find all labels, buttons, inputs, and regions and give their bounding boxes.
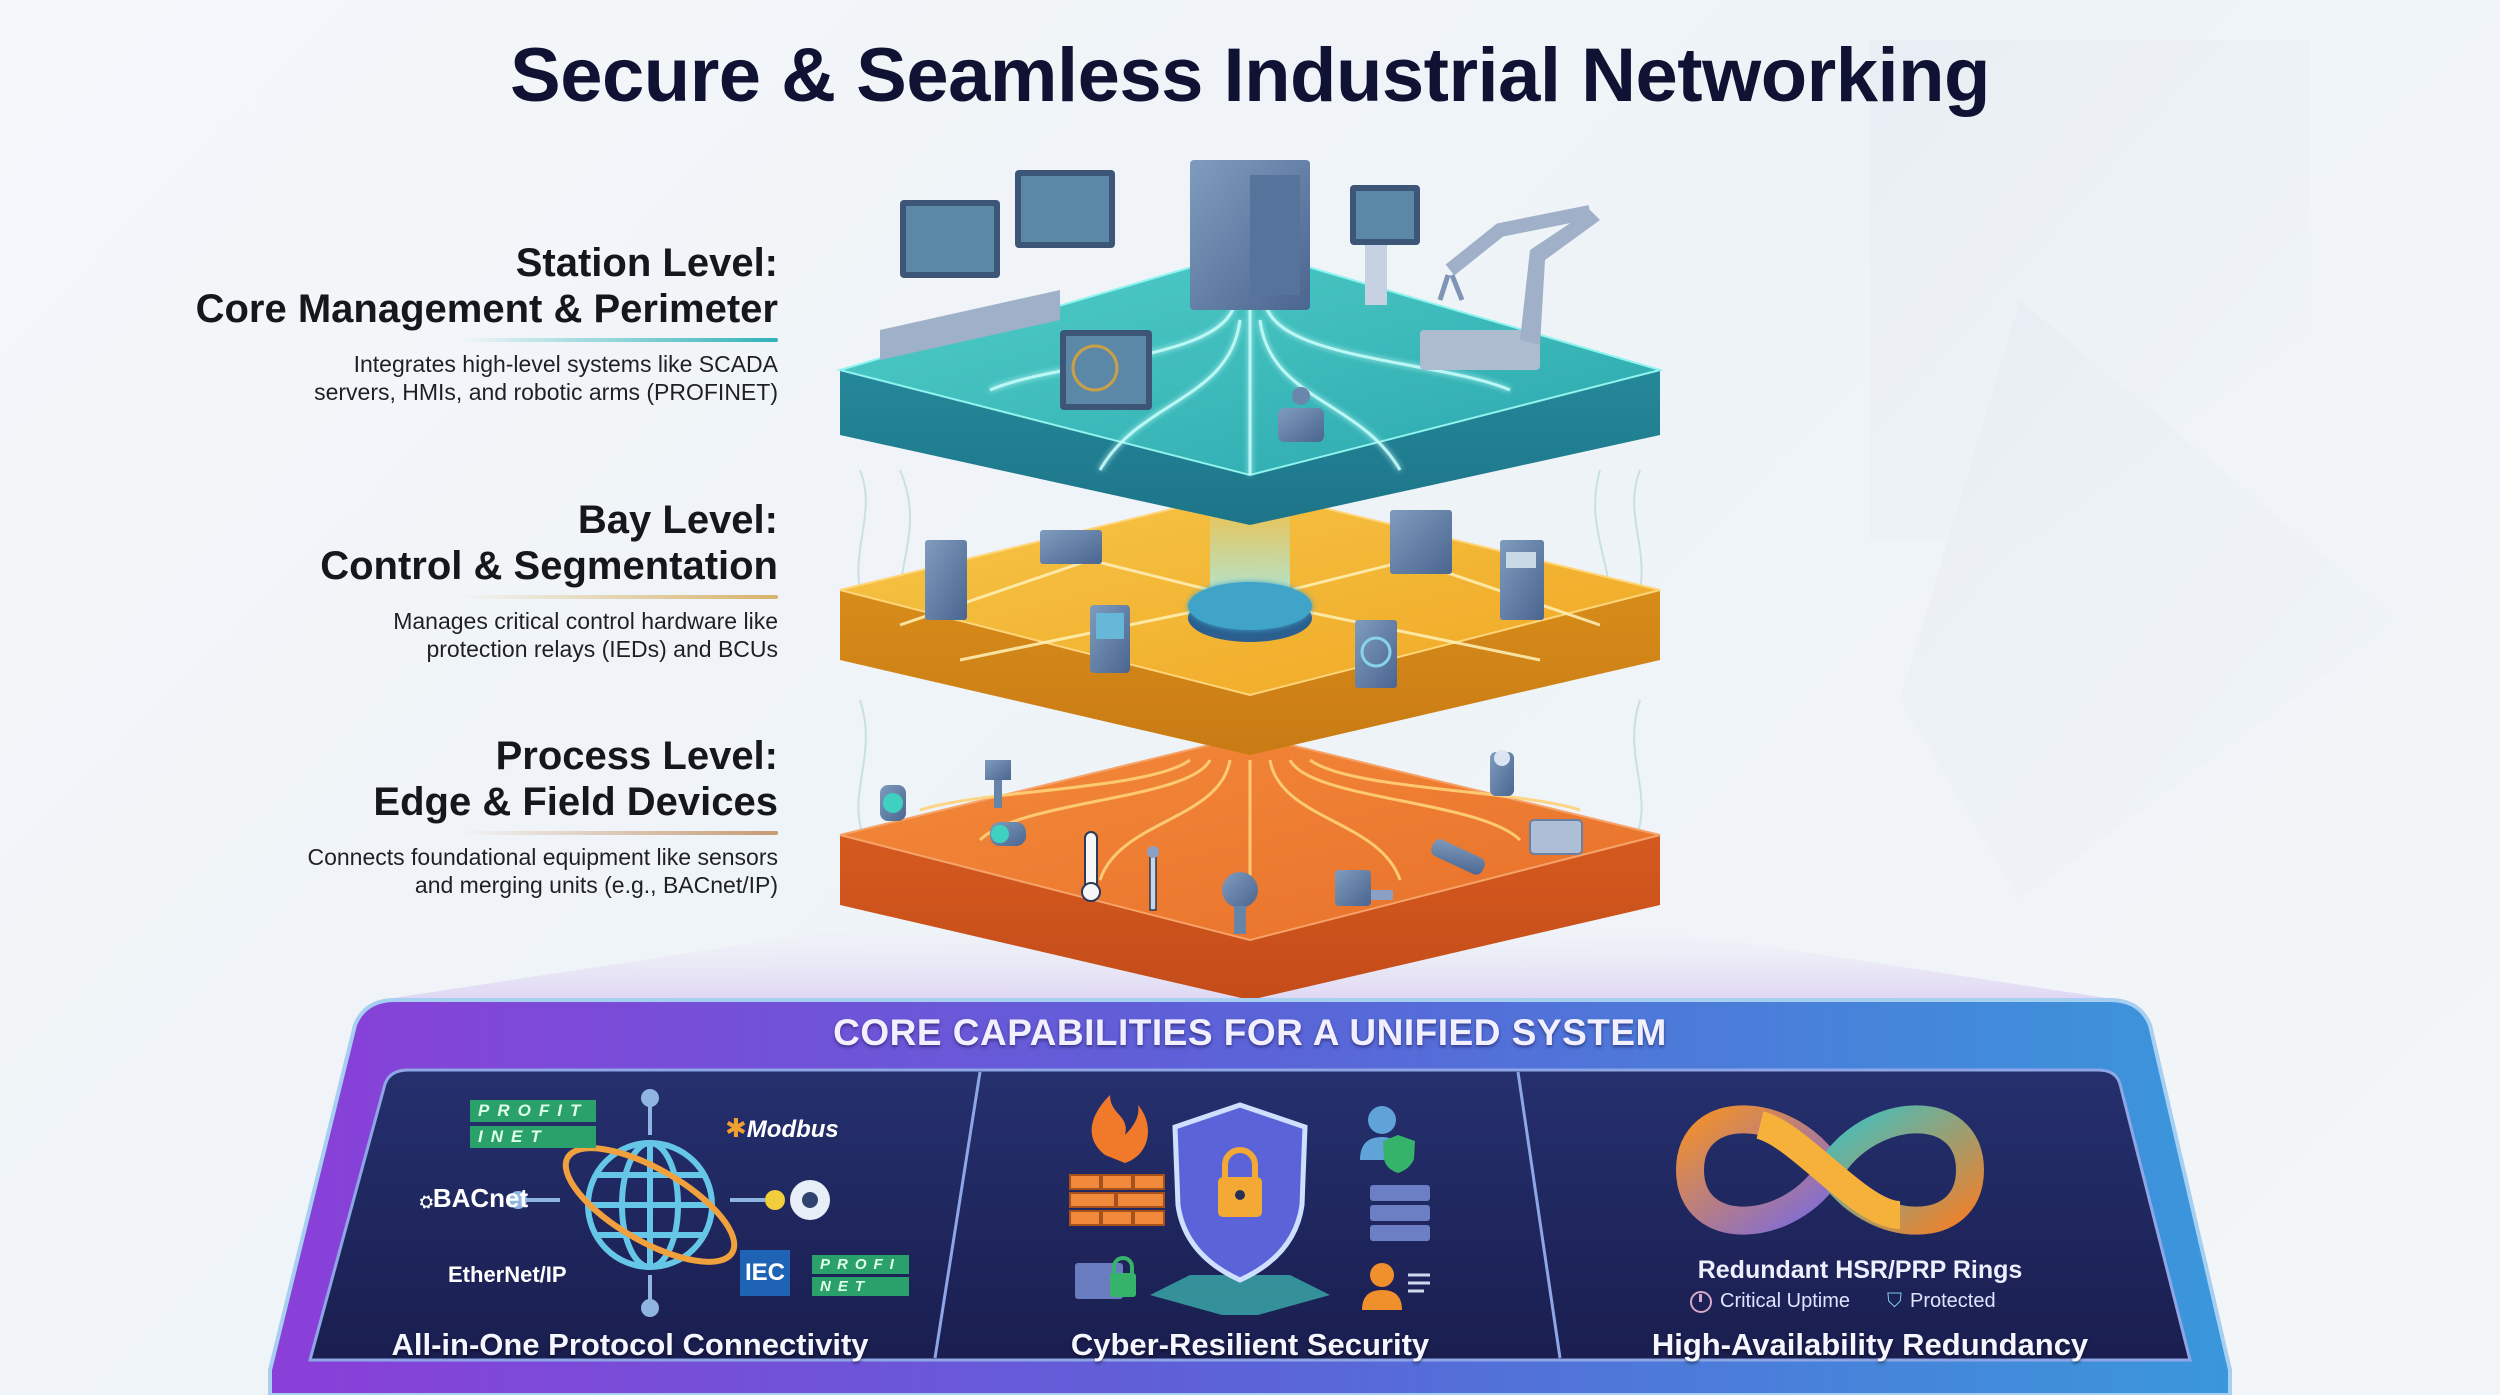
shield-lock-icon	[1150, 1102, 1330, 1315]
bay-level-heading: Bay Level:	[577, 498, 778, 542]
profinet-logo-line2: INET	[470, 1126, 596, 1148]
redundancy-subtitle: Redundant HSR/PRP Rings	[1697, 1256, 2023, 1284]
panel-divider-1	[933, 1071, 982, 1359]
iec-logo: IEC	[740, 1250, 790, 1296]
relay-cabinet-icon	[1390, 510, 1452, 574]
protected-badge: ⛉ Protected	[1887, 1290, 1996, 1313]
station-level-rule	[458, 338, 778, 342]
bay-level-platform	[839, 488, 1661, 755]
station-level-description-1: Integrates high-level systems like SCADA	[353, 351, 778, 377]
optical-sensor-icon	[880, 785, 906, 821]
thermometer-icon	[1081, 831, 1101, 902]
shield-check-icon: ⛉	[1887, 1290, 1902, 1312]
probe-icon	[1147, 846, 1159, 911]
network-switch-hub-icon	[1188, 582, 1312, 642]
capabilities-title: CORE CAPABILITIES FOR A UNIFIED SYSTEM	[833, 1012, 1667, 1053]
connector-lines	[509, 1089, 765, 1317]
flow-sensor-icon	[990, 822, 1026, 846]
server-rack-icon	[1190, 160, 1310, 310]
ied-display-icon	[1090, 605, 1130, 673]
bacnet-logo-text: BACnet	[432, 1183, 529, 1213]
bacnet-logo: ⛭BACnet	[420, 1183, 528, 1214]
robotic-arm-icon	[1420, 205, 1600, 370]
profinet-logo: PROFIT INET	[470, 1100, 597, 1148]
globe-icon	[562, 1140, 738, 1270]
ethernet-ip-logo: EtherNet/IP	[448, 1262, 567, 1287]
station-level-label: Station Level: Core Management & Perimet…	[138, 240, 778, 406]
bay-control-unit-icon	[1040, 530, 1102, 564]
process-level-devices	[880, 750, 1583, 934]
bay-level-subheading: Control & Segmentation	[320, 544, 778, 588]
pressure-transmitter-icon	[1222, 872, 1258, 934]
process-level-label: Process Level: Edge & Field Devices Conn…	[138, 733, 778, 899]
protocol-connectivity-graphic	[509, 1089, 830, 1317]
merging-unit-icon	[1529, 819, 1583, 855]
protected-text: Protected	[1910, 1290, 1996, 1312]
process-level-rule	[458, 831, 778, 835]
bacnet-emblem-icon: ⛭	[420, 1194, 433, 1211]
station-level-devices	[880, 160, 1600, 442]
inline-sensor-icon	[1431, 839, 1485, 875]
bay-level-label: Bay Level: Control & Segmentation Manage…	[138, 497, 778, 663]
panel-divider-2	[1516, 1071, 1562, 1359]
process-level-description-2: and merging units (e.g., BACnet/IP)	[414, 872, 778, 898]
profinet-logo-2: PROFI NET	[812, 1255, 909, 1296]
security-graphic	[1069, 1095, 1430, 1315]
process-level-subheading: Edge & Field Devices	[373, 780, 778, 824]
modbus-logo-text: Modbus	[746, 1116, 839, 1143]
user-profile-icon	[1362, 1263, 1430, 1310]
process-level-platform	[839, 733, 1661, 1000]
hmi-panel-icon	[1060, 330, 1152, 410]
protocol-gear-icon	[790, 1180, 830, 1220]
security-label: Cyber-Resilient Security	[1070, 1327, 1430, 1362]
hmi-workstation-icon	[880, 170, 1115, 360]
brick-wall-icon	[1069, 1174, 1165, 1226]
process-level-heading: Process Level:	[495, 734, 778, 778]
bay-level-description-2: protection relays (IEDs) and BCUs	[426, 636, 778, 662]
proximity-sensor-icon	[1490, 750, 1514, 796]
bay-level-devices	[925, 510, 1544, 688]
controller-node-icon	[1278, 387, 1324, 442]
station-level-subheading: Core Management & Perimeter	[195, 287, 778, 331]
profinet-logo-2-line1: PROFI	[812, 1255, 909, 1274]
verified-user-icon	[1360, 1106, 1415, 1173]
server-stack-icon	[1370, 1185, 1430, 1241]
status-dot-icon	[765, 1190, 785, 1210]
firewall-flame-icon	[1091, 1095, 1148, 1163]
locked-server-icon	[1075, 1256, 1136, 1299]
valve-actuator-icon	[1335, 870, 1393, 906]
power-icon	[1690, 1290, 1712, 1313]
protection-relay-icon	[925, 540, 967, 620]
profinet-logo-line1: PROFIT	[470, 1100, 597, 1122]
critical-uptime-badge: Critical Uptime	[1690, 1290, 1850, 1313]
infinity-ring-icon	[1675, 1105, 1985, 1235]
level-sensor-icon	[985, 760, 1011, 808]
modbus-gear-icon: ✱	[725, 1113, 747, 1143]
modbus-logo: ✱Modbus	[725, 1113, 839, 1144]
page-title: Secure & Seamless Industrial Networking	[510, 33, 1990, 118]
hmi-terminal-icon	[1350, 185, 1420, 305]
process-level-description-1: Connects foundational equipment like sen…	[307, 844, 778, 870]
bcu-panel-icon	[1500, 540, 1544, 620]
ied-module-icon	[1355, 620, 1397, 688]
critical-uptime-text: Critical Uptime	[1720, 1290, 1851, 1312]
protocol-connectivity-label: All-in-One Protocol Connectivity	[391, 1327, 869, 1362]
bay-level-description-1: Manages critical control hardware like	[393, 608, 778, 634]
redundancy-label: High-Availability Redundancy	[1651, 1327, 2089, 1362]
station-level-platform	[836, 160, 1664, 525]
profinet-logo-2-line2: NET	[812, 1277, 909, 1296]
station-level-description-2: servers, HMIs, and robotic arms (PROFINE…	[314, 379, 778, 405]
bay-level-rule	[458, 595, 778, 599]
station-level-heading: Station Level:	[515, 241, 778, 285]
